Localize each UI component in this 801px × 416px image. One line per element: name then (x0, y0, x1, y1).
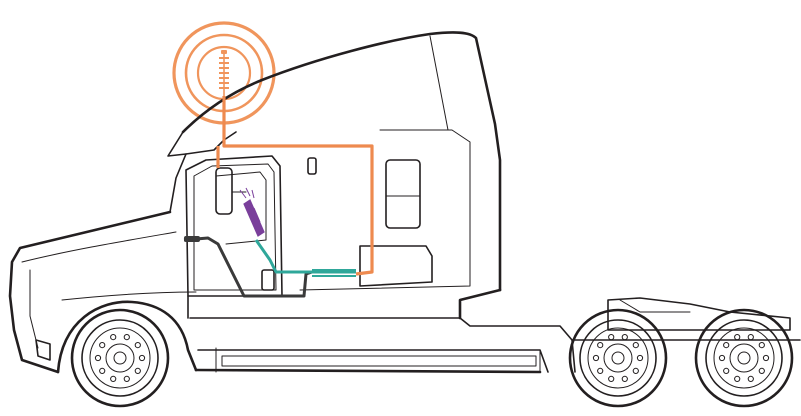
lug-nut (748, 376, 753, 381)
lug-nut (724, 368, 729, 373)
power-plug (184, 236, 200, 242)
lug-nut (100, 343, 105, 348)
lug-nut (609, 335, 614, 340)
lug-nut (95, 355, 100, 360)
lug-nut (111, 376, 116, 381)
lug-nut (124, 376, 129, 381)
lug-nut (719, 355, 724, 360)
truck-cab (10, 32, 575, 372)
antenna-cable (224, 96, 372, 274)
antenna-icon (219, 50, 229, 96)
lug-nut (637, 355, 642, 360)
lug-nut (759, 368, 764, 373)
lug-nut (135, 368, 140, 373)
lug-nut (748, 335, 753, 340)
lug-nut (135, 343, 140, 348)
lug-nut (609, 376, 614, 381)
lug-nut (763, 355, 768, 360)
rear-wheel-2 (696, 310, 792, 406)
front-wheel (72, 310, 168, 406)
power-cable (184, 238, 312, 296)
lug-nut (139, 355, 144, 360)
lug-nut (759, 343, 764, 348)
lug-nut (598, 368, 603, 373)
lug-nut (111, 335, 116, 340)
lug-nut (633, 343, 638, 348)
lug-nut (735, 335, 740, 340)
lug-nut (724, 343, 729, 348)
lug-nut (622, 335, 627, 340)
rear-frame (575, 298, 800, 340)
lug-nut (100, 368, 105, 373)
lug-nut (593, 355, 598, 360)
lug-nut (735, 376, 740, 381)
lug-nut (633, 368, 638, 373)
wheel-lugs (95, 335, 768, 382)
lug-nut (124, 335, 129, 340)
rear-wheel-1 (570, 310, 666, 406)
cradle-cable (256, 240, 356, 272)
lug-nut (622, 376, 627, 381)
phone-cradle-icon (240, 188, 264, 236)
lug-nut (598, 343, 603, 348)
